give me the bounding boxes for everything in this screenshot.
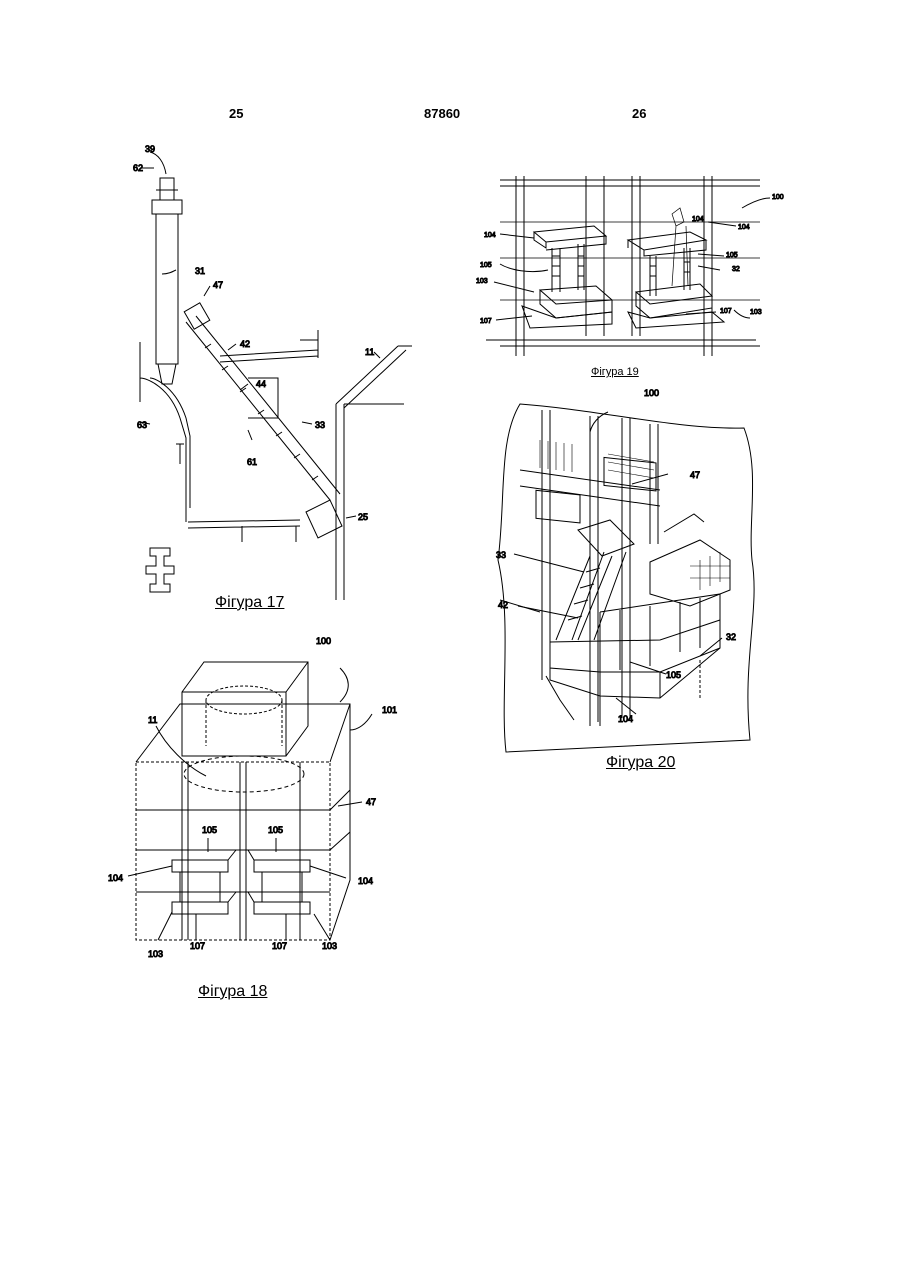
fig18-label-107-right: 107 bbox=[272, 941, 287, 951]
figure-20-drawing bbox=[498, 404, 754, 752]
fig17-label-47: 47 bbox=[213, 280, 223, 290]
fig17-label-62: 62 bbox=[133, 163, 143, 173]
fig18-label-105-right: 105 bbox=[268, 825, 283, 835]
fig18-label-107-left: 107 bbox=[190, 941, 205, 951]
figure-17-drawing bbox=[140, 152, 412, 600]
fig19-label-107-left: 107 bbox=[480, 318, 492, 325]
fig19-label-103-right: 103 bbox=[750, 309, 762, 316]
fig17-label-61: 61 bbox=[247, 457, 257, 467]
fig19-label-103-left: 103 bbox=[476, 278, 488, 285]
fig19-label-104-top: 104 bbox=[692, 216, 704, 223]
fig20-label-32: 32 bbox=[726, 632, 736, 642]
fig19-label-104-left: 104 bbox=[484, 232, 496, 239]
fig19-label-105-right: 105 bbox=[726, 252, 738, 259]
fig17-label-11: 11 bbox=[365, 347, 374, 357]
fig19-label-104-right: 104 bbox=[738, 224, 750, 231]
fig19-label-107-right: 107 bbox=[720, 308, 732, 315]
fig18-label-103-right: 103 bbox=[322, 941, 337, 951]
fig20-label-100: 100 bbox=[644, 388, 659, 398]
fig19-label-32: 32 bbox=[732, 266, 740, 273]
fig17-label-42: 42 bbox=[240, 339, 250, 349]
fig19-label-100: 100 bbox=[772, 194, 784, 201]
fig19-label-105-left: 105 bbox=[480, 262, 492, 269]
fig17-label-44: 44 bbox=[256, 379, 266, 389]
fig17-label-31: 31 bbox=[195, 266, 205, 276]
figure-17-caption: Фігура 17 bbox=[215, 594, 284, 612]
fig17-label-63: 63 bbox=[137, 420, 147, 430]
fig17-label-25: 25 bbox=[358, 512, 368, 522]
fig18-label-100: 100 bbox=[316, 636, 331, 646]
figure-18-caption: Фігура 18 bbox=[198, 983, 267, 1001]
figure-20-caption: Фігура 20 bbox=[606, 754, 675, 772]
fig18-label-104-right: 104 bbox=[358, 876, 373, 886]
fig20-label-42: 42 bbox=[498, 600, 508, 610]
fig20-label-33: 33 bbox=[496, 550, 506, 560]
figure-18-drawing bbox=[128, 662, 372, 940]
figure-19-caption: Фігура 19 bbox=[591, 366, 639, 378]
fig18-label-101: 101 bbox=[382, 705, 397, 715]
fig17-label-33: 33 bbox=[315, 420, 325, 430]
fig18-label-104-left: 104 bbox=[108, 873, 123, 883]
fig18-label-103-left: 103 bbox=[148, 949, 163, 959]
figure-19-drawing bbox=[486, 176, 770, 356]
fig20-label-47: 47 bbox=[690, 470, 700, 480]
fig18-label-105-left: 105 bbox=[202, 825, 217, 835]
fig20-label-104: 104 bbox=[618, 714, 633, 724]
fig17-label-39: 39 bbox=[145, 144, 155, 154]
fig18-label-47: 47 bbox=[366, 797, 376, 807]
fig18-label-11: 11 bbox=[148, 715, 157, 725]
fig20-label-105: 105 bbox=[666, 670, 681, 680]
